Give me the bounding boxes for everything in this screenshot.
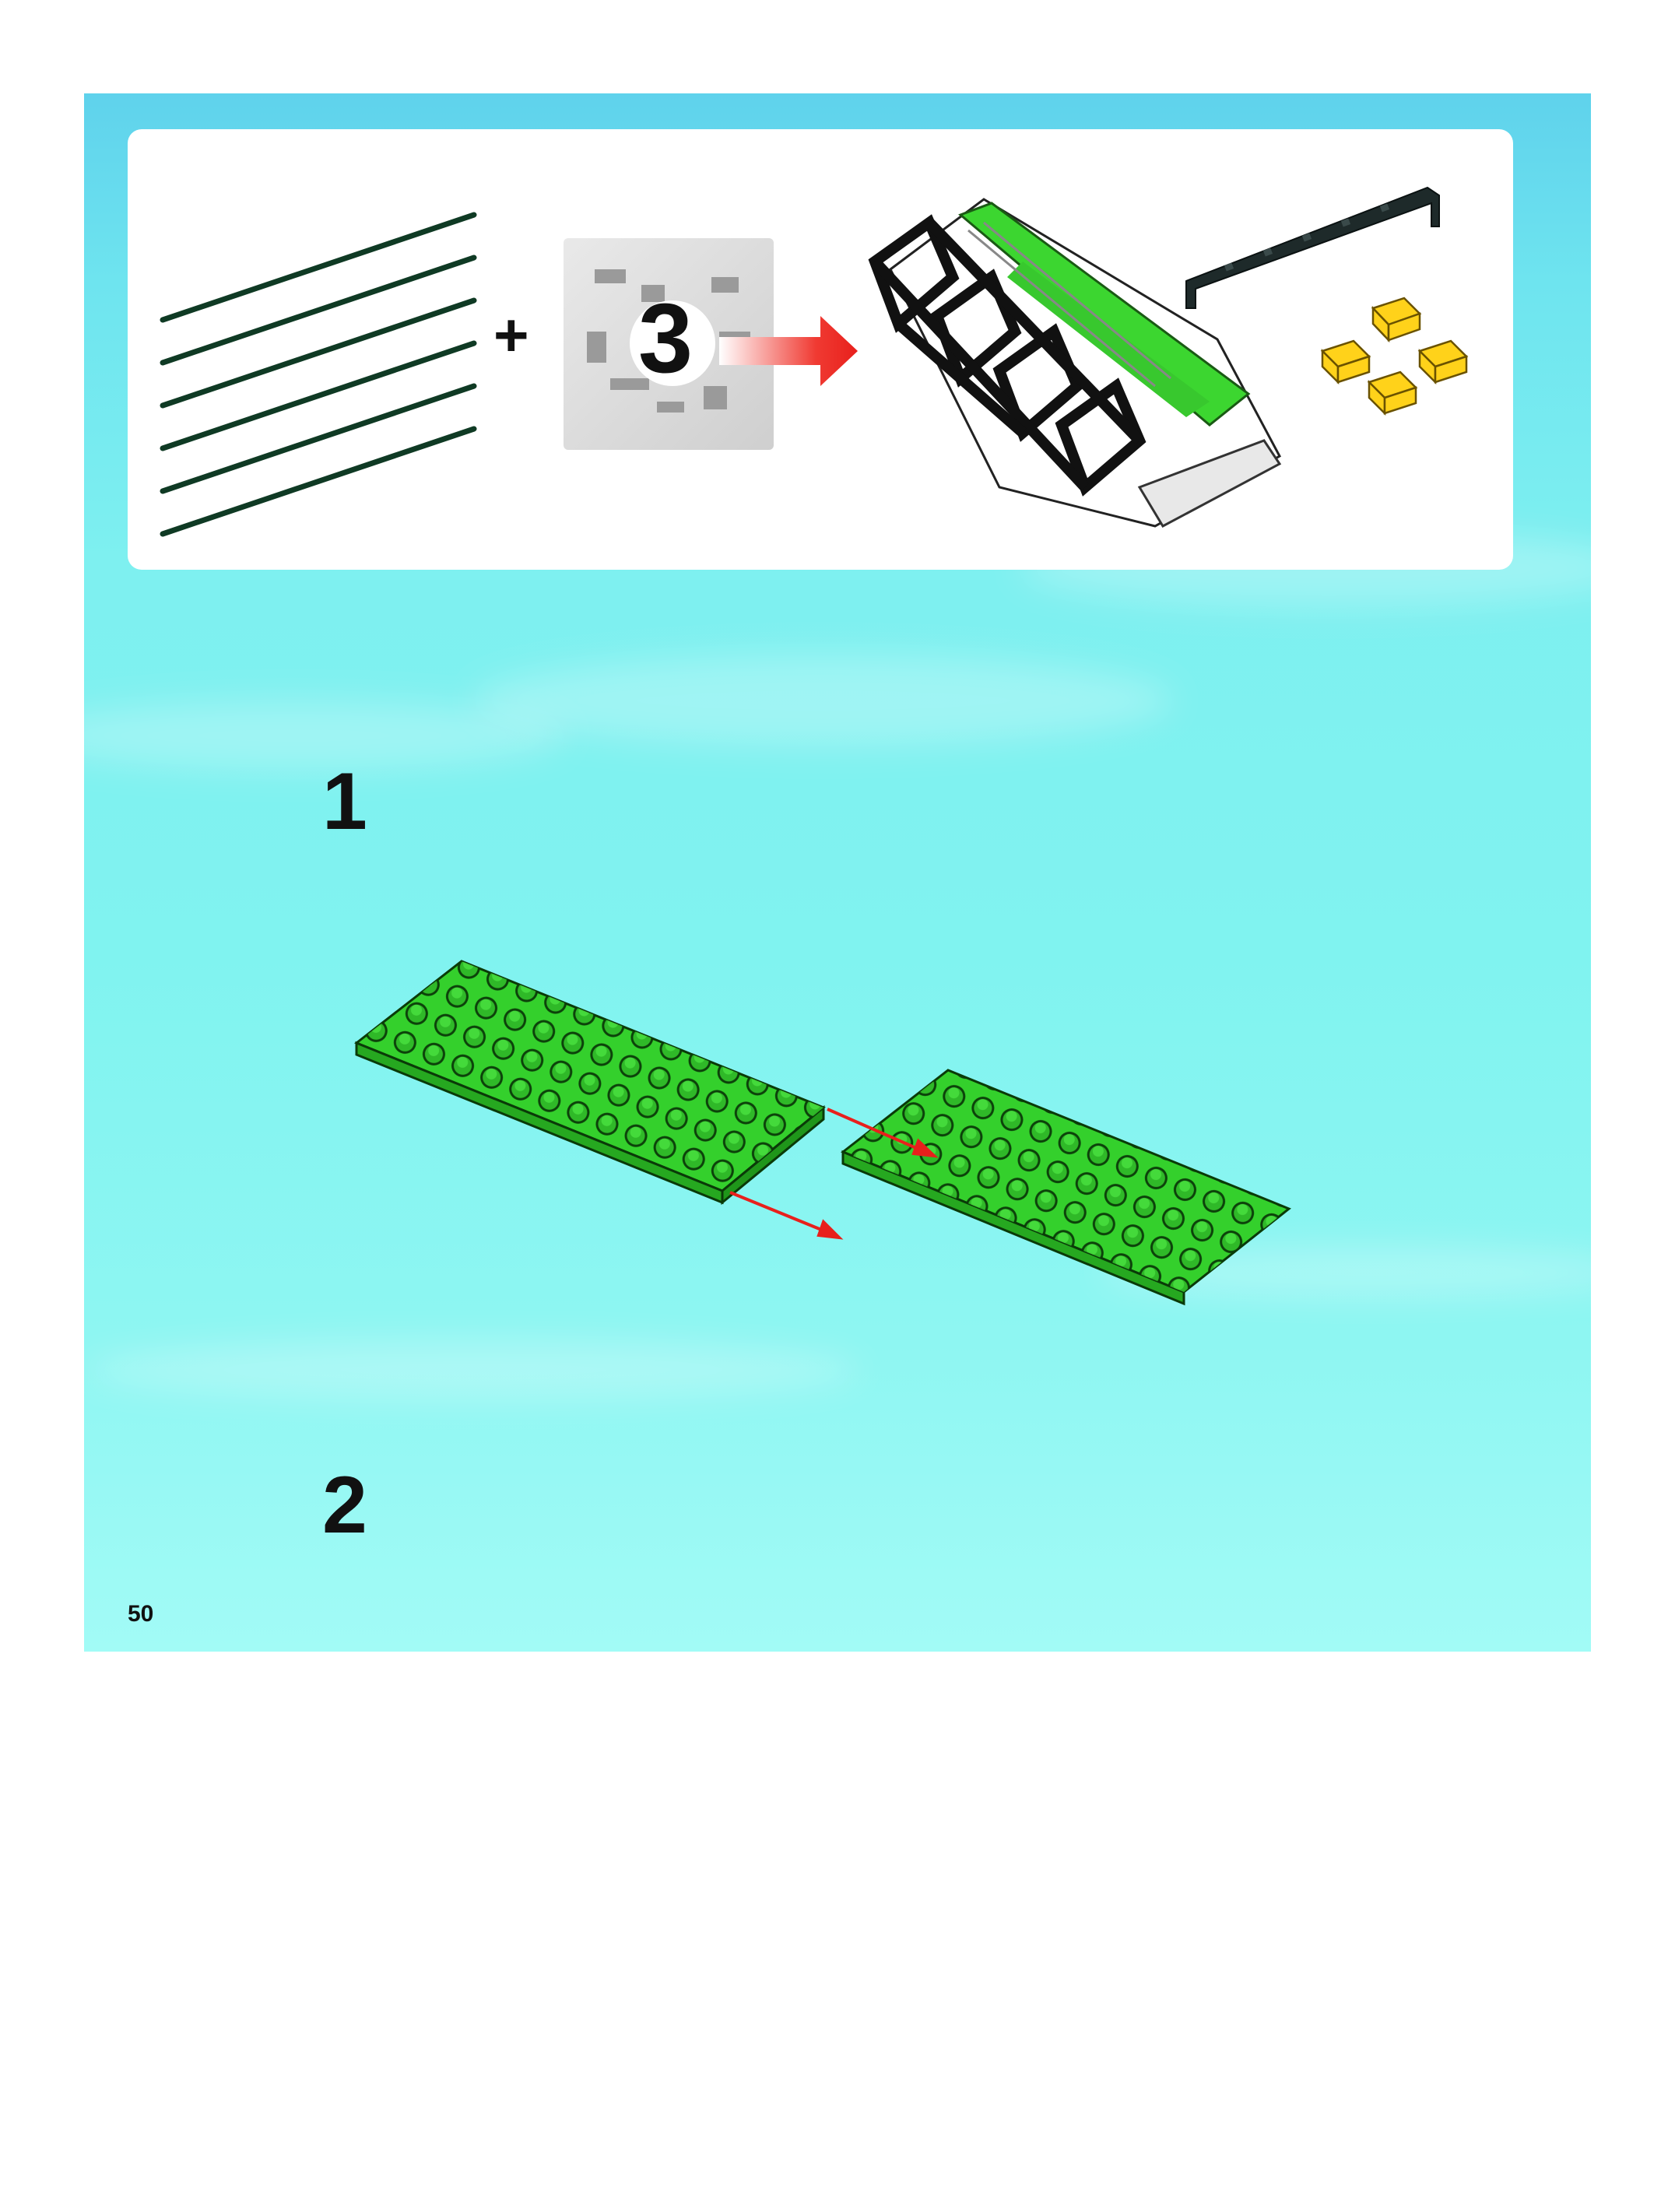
plus-sign: + [493, 304, 529, 365]
step-number-2: 2 [322, 1465, 367, 1546]
step-number-1: 1 [322, 761, 367, 842]
instruction-page: + 3 [84, 93, 1591, 1652]
yellow-bricks-icon [1311, 297, 1513, 429]
rods-icon [151, 184, 501, 542]
step-2-plates-with-yellow-beam-illustration [419, 1580, 1306, 1652]
page-number: 50 [128, 1601, 153, 1627]
parts-panel: + 3 [128, 129, 1513, 570]
step-1-green-plates-illustration [356, 872, 1337, 1292]
bag-number: 3 [638, 290, 693, 388]
arrow-right-icon [719, 312, 859, 390]
bar-icon [1178, 172, 1451, 312]
